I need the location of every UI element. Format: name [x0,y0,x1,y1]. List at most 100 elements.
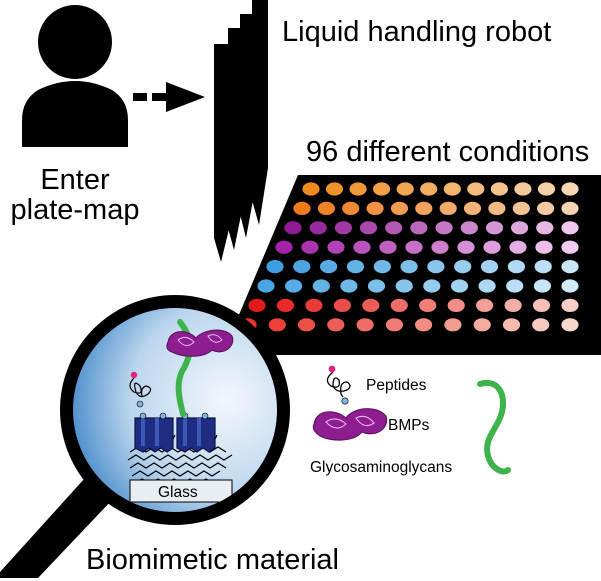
well [431,240,449,254]
legend-gag-strand [477,379,511,475]
bmps-label: BMPs [388,417,430,434]
well [467,182,485,196]
well [457,240,475,254]
receptor-right [176,412,216,453]
well [266,260,284,274]
well [419,298,437,312]
well [317,201,335,215]
well [427,260,445,274]
well [454,260,472,274]
well [532,318,550,332]
well [285,279,303,293]
well [327,240,345,254]
well [450,279,469,293]
well [460,221,478,235]
well [353,240,371,254]
well [395,279,413,293]
well [373,260,391,274]
receptor-left [134,412,174,453]
well [302,182,320,196]
well [561,182,579,196]
gags-label: Glycosaminoglycans [310,459,453,476]
well [325,182,344,196]
well [396,182,414,196]
well [334,221,352,235]
well [415,318,433,332]
well [333,298,351,312]
well [463,201,482,215]
well [373,182,391,196]
well [379,240,397,254]
well [257,279,275,293]
well [349,182,367,196]
well [342,201,360,215]
well [502,318,521,332]
well [346,260,365,274]
well [485,221,504,235]
glass-slab [129,479,233,503]
well [444,318,462,332]
well-grid [239,182,579,332]
well [297,318,316,332]
legend-peptide-icon [326,365,351,405]
magnifier-handle [0,478,112,578]
well [537,182,556,196]
well [535,240,553,254]
well [301,240,319,254]
well [512,201,530,215]
well [561,279,579,293]
well [561,260,579,274]
well [385,318,403,332]
well [320,260,338,274]
well [385,221,403,235]
well [490,182,508,196]
user-label-line2: plate-map [10,194,140,226]
well [275,240,293,254]
well [483,240,501,254]
well [534,260,552,274]
peptides-label: Peptides [366,377,427,394]
well [447,298,465,312]
robot-label: Liquid handling robot [282,16,552,48]
glass-label: Glass [158,484,198,501]
well [439,201,457,215]
well [561,201,579,215]
well-plate [222,175,601,355]
well [327,318,345,332]
user-label-line1: Enter [40,164,110,196]
well [420,182,438,196]
material-label: Biomimetic material [86,544,339,576]
legend-bmp-icon [312,408,388,441]
well [415,201,433,215]
well [390,298,408,312]
lens-peptide-icon [129,371,152,408]
well [340,279,358,293]
well [356,318,374,332]
well [312,279,330,293]
well [359,221,378,235]
robot-tips-icon [214,0,268,262]
well [480,260,499,274]
conditions-label: 96 different conditions [306,136,590,168]
well [248,298,266,312]
well [284,221,302,235]
well [507,260,525,274]
well [473,318,491,332]
well [533,279,552,293]
well [510,221,529,235]
user-icon [22,5,128,147]
well [476,298,494,312]
well [509,240,527,254]
well [293,260,311,274]
well [362,298,380,312]
well [423,279,441,293]
well [504,298,522,312]
well [561,318,579,332]
lens-content [127,319,234,503]
well [390,201,409,215]
well [514,182,532,196]
well [561,240,579,254]
well [400,260,418,274]
well [309,221,327,235]
